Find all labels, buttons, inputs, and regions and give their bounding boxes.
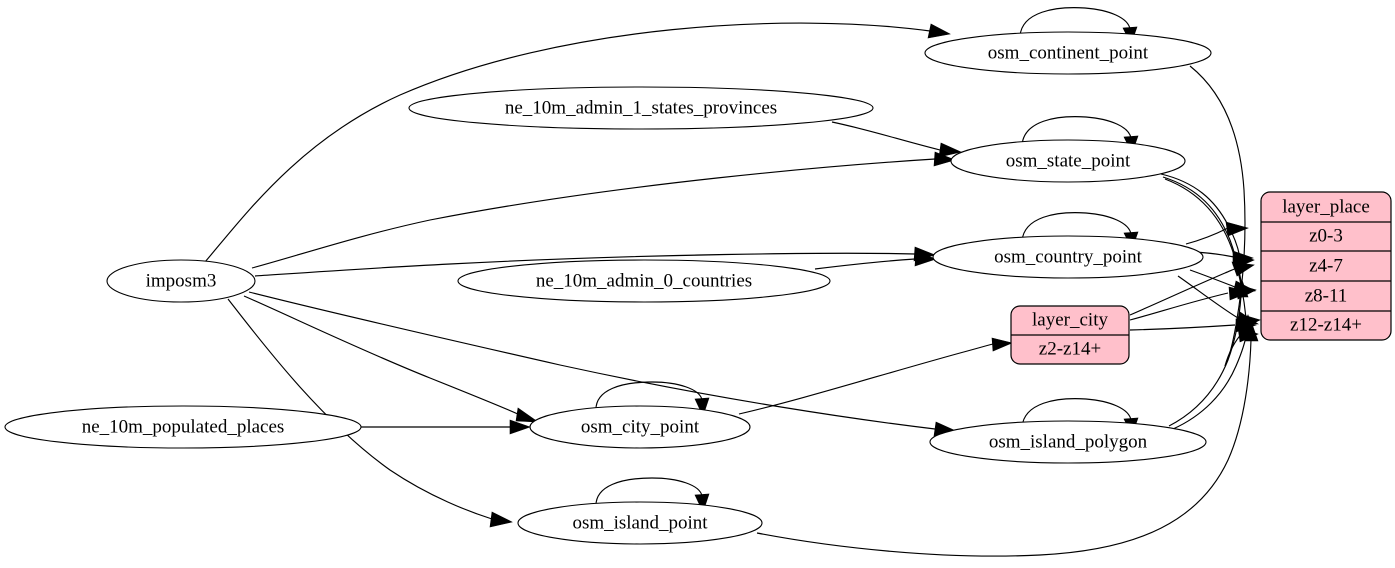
edge-osm-island-polygon-to-layer-place-z12-z14 xyxy=(1172,314,1255,430)
layer-city-header: layer_city xyxy=(1032,309,1108,330)
node-osm-state-point[interactable]: osm_state_point xyxy=(950,139,1186,183)
layer-place-row-z4-7[interactable]: z4-7 xyxy=(1309,255,1343,276)
edge-imposm3-to-osm-city-point xyxy=(243,295,540,423)
edge-osm-country-point-to-layer-place-z12-z14 xyxy=(1177,275,1259,325)
edge-osm-city-point-to-layer-city xyxy=(738,337,1013,415)
layer-city-row-z2-z14[interactable]: z2-z14+ xyxy=(1039,338,1101,359)
node-ne-10m-admin-1-states-provinces[interactable]: ne_10m_admin_1_states_provinces xyxy=(408,86,874,130)
edge-osm-island-point-to-layer-place-z12-z14 xyxy=(756,323,1259,557)
edge-osm-country-point-to-layer-place-z0-3 xyxy=(1185,221,1249,245)
node-label-osm-country-point: osm_country_point xyxy=(994,246,1142,267)
node-label-ne-countries: ne_10m_admin_0_countries xyxy=(536,270,752,291)
edge-self-loop-osm-city-point xyxy=(595,381,710,417)
layer-place-row-z0-3[interactable]: z0-3 xyxy=(1309,225,1343,246)
node-label-ne-populated: ne_10m_populated_places xyxy=(82,416,285,437)
node-label-osm-island-point: osm_island_point xyxy=(572,512,708,533)
edge-ne-countries-to-osm-country-point xyxy=(814,251,937,270)
node-label-ne-states: ne_10m_admin_1_states_provinces xyxy=(505,97,777,118)
edge-ne-states-to-osm-state-point xyxy=(831,121,962,158)
edge-layer xyxy=(204,7,1261,557)
node-label-osm-continent-point: osm_continent_point xyxy=(988,42,1149,63)
node-label-imposm3: imposm3 xyxy=(146,270,217,291)
node-label-osm-city-point: osm_city_point xyxy=(581,416,700,437)
node-osm-island-point[interactable]: osm_island_point xyxy=(517,501,763,545)
node-ne-10m-admin-0-countries[interactable]: ne_10m_admin_0_countries xyxy=(457,259,831,303)
node-layer: imposm3 ne_10m_admin_1_states_provinces … xyxy=(4,31,1392,545)
layer-place-header: layer_place xyxy=(1282,196,1370,217)
edge-osm-island-polygon-to-layer-place-z8-11 xyxy=(1168,279,1249,427)
node-layer-city[interactable]: layer_city z2-z14+ xyxy=(1010,305,1130,365)
edge-imposm3-to-osm-state-point xyxy=(251,151,956,269)
node-label-osm-state-point: osm_state_point xyxy=(1006,150,1131,171)
node-osm-island-polygon[interactable]: osm_island_polygon xyxy=(929,420,1207,464)
edge-imposm3-to-osm-island-point xyxy=(227,298,513,528)
layer-place-row-z8-11[interactable]: z8-11 xyxy=(1305,285,1348,306)
node-osm-continent-point[interactable]: osm_continent_point xyxy=(924,31,1212,75)
node-osm-country-point[interactable]: osm_country_point xyxy=(932,235,1204,279)
node-ne-10m-populated-places[interactable]: ne_10m_populated_places xyxy=(4,405,362,449)
edge-ne-populated-to-osm-city-point xyxy=(361,419,531,435)
edge-layer-city-to-layer-place-z4-7 xyxy=(1129,261,1255,316)
node-layer-place[interactable]: layer_place z0-3 z4-7 z8-11 z12-z14+ xyxy=(1260,191,1392,341)
node-osm-city-point[interactable]: osm_city_point xyxy=(529,405,751,449)
edge-imposm3-to-osm-continent-point xyxy=(204,22,951,263)
node-imposm3[interactable]: imposm3 xyxy=(106,259,256,303)
layer-place-row-z12-z14[interactable]: z12-z14+ xyxy=(1290,314,1362,335)
node-label-osm-island-polygon: osm_island_polygon xyxy=(989,431,1148,452)
edge-layer-city-to-layer-place-z8-11 xyxy=(1129,286,1251,321)
edge-self-loop-osm-island-point xyxy=(595,477,710,513)
